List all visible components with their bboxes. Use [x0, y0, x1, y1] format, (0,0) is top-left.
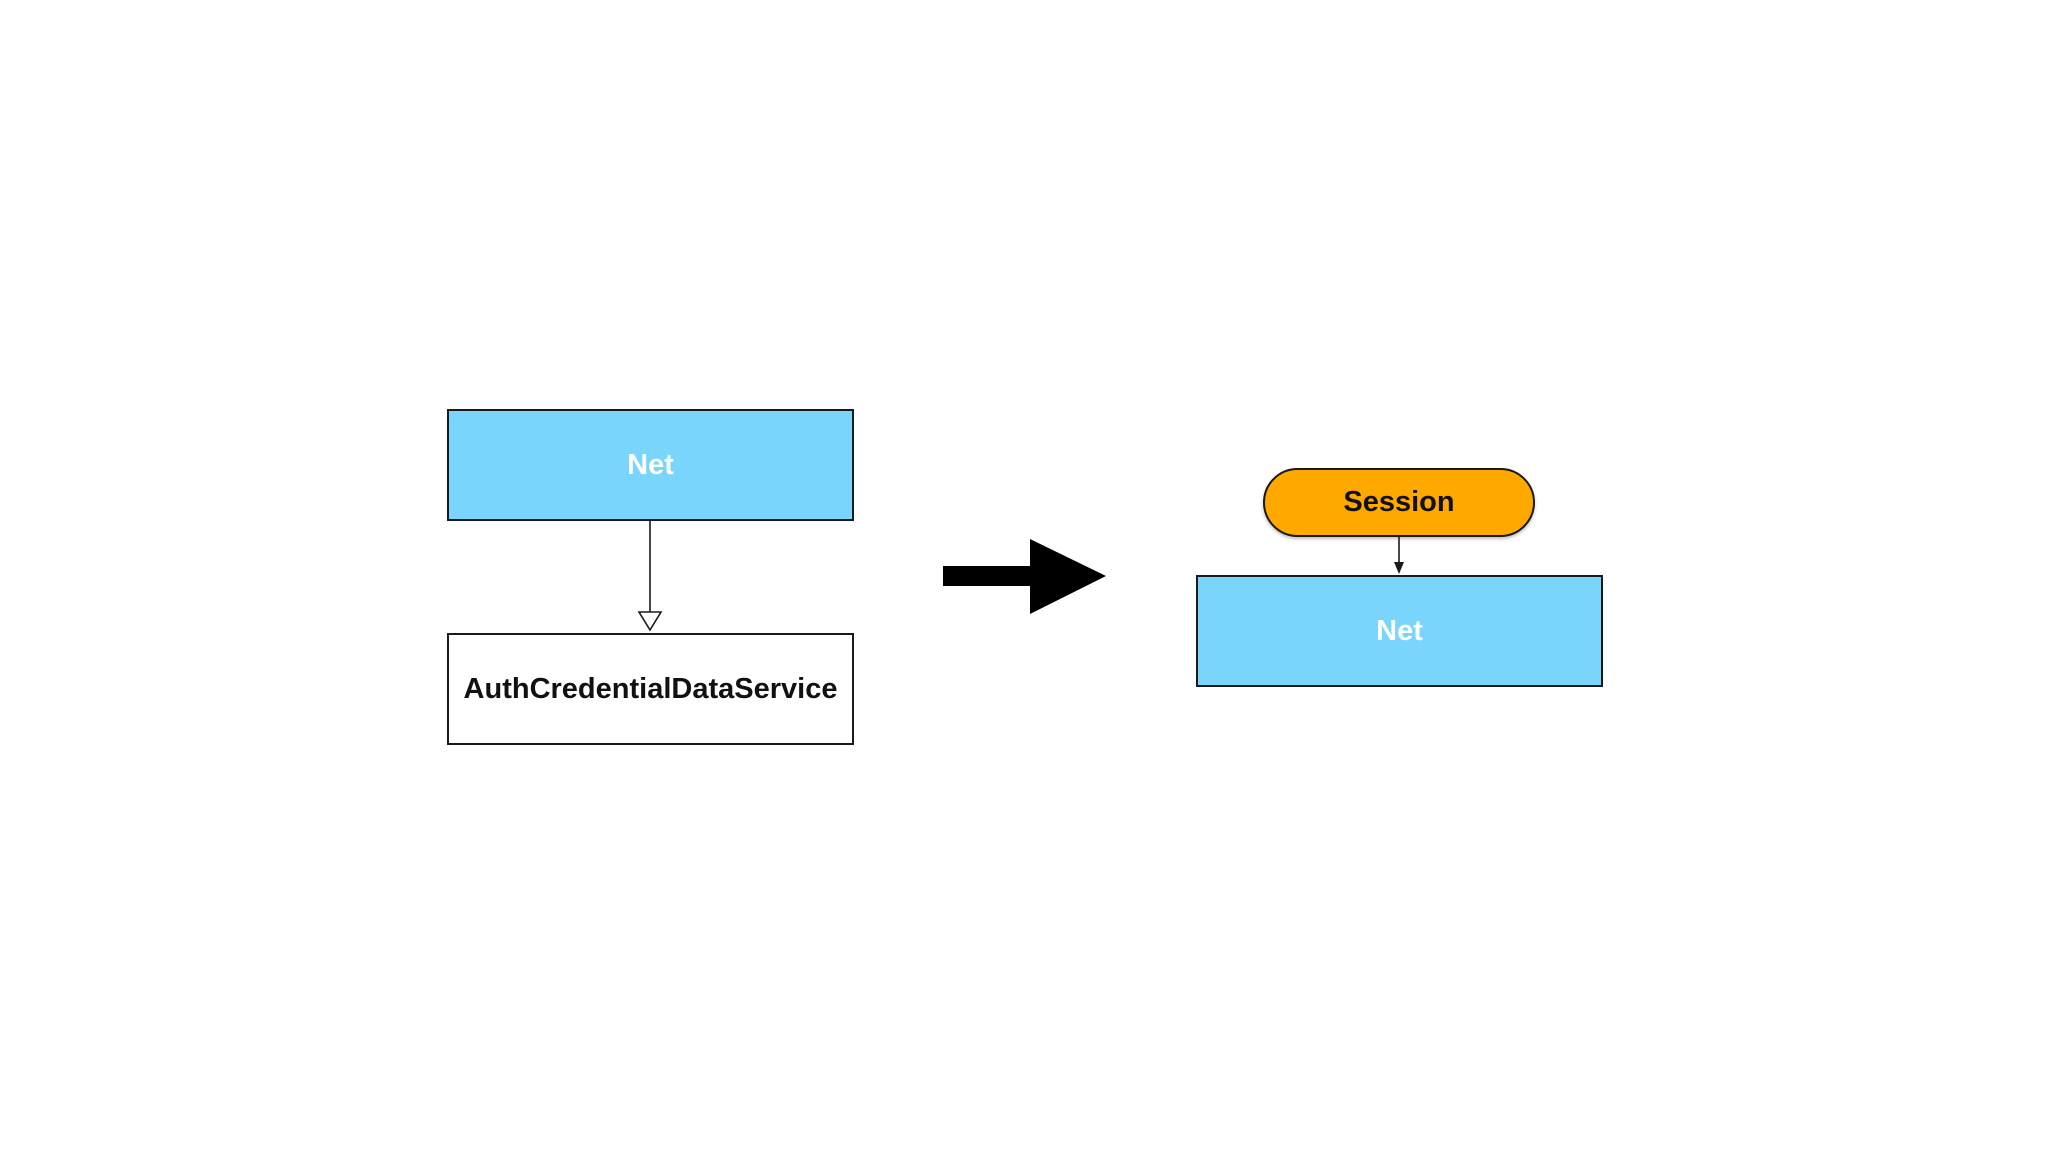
session-pill: Session [1263, 468, 1535, 537]
net-box-before-label: Net [627, 448, 674, 481]
inheritance-connector [637, 521, 663, 632]
net-box-after-label: Net [1376, 614, 1423, 647]
right-arrow-icon [943, 539, 1106, 614]
session-pill-label: Session [1343, 486, 1455, 518]
net-box-after: Net [1196, 575, 1603, 687]
arrowhead-icon [1394, 562, 1404, 574]
hollow-triangle-arrowhead-icon [637, 611, 663, 632]
auth-credential-data-service-box: AuthCredentialDataService [447, 633, 854, 745]
net-box-before: Net [447, 409, 854, 521]
session-to-net-connector [1394, 537, 1404, 574]
auth-credential-data-service-label: AuthCredentialDataService [463, 672, 838, 705]
